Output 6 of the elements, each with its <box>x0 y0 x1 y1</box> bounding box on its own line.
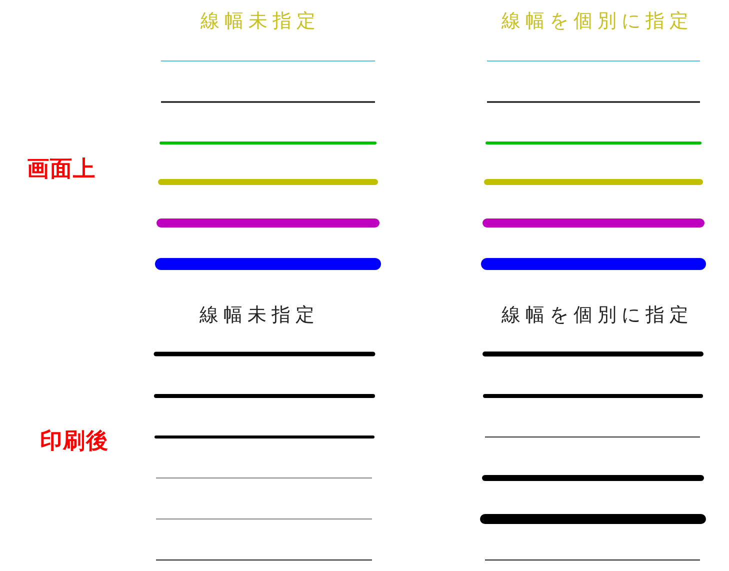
column-heading: 線幅を個別に指定 <box>502 304 694 326</box>
column-heading: 線幅未指定 <box>200 10 320 32</box>
column-heading: 線幅を個別に指定 <box>502 10 694 32</box>
row-label: 画面上 <box>27 158 96 182</box>
row-label: 印刷後 <box>40 430 109 454</box>
column-heading: 線幅未指定 <box>200 304 320 326</box>
